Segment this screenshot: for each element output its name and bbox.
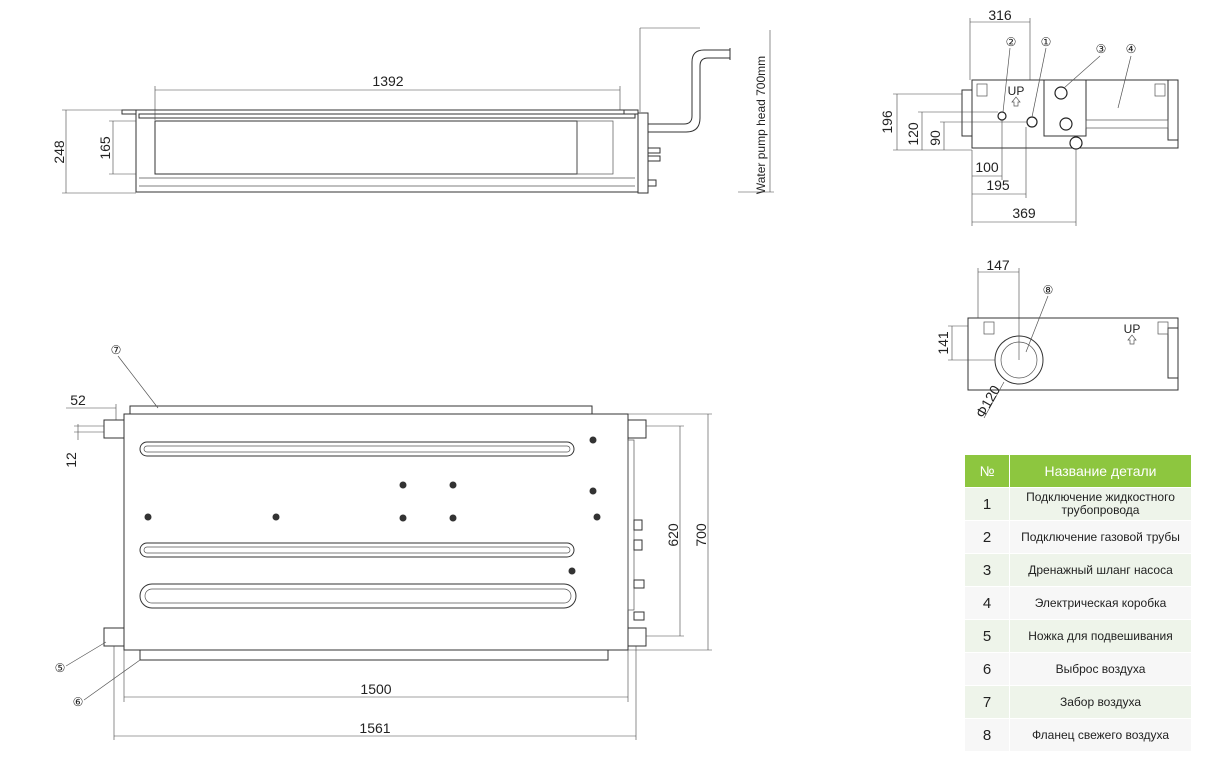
col-num-header: № — [964, 454, 1010, 488]
dim-100: 100 — [975, 159, 999, 175]
row-num: 3 — [964, 553, 1010, 587]
dim-90: 90 — [927, 130, 943, 146]
row-name: Дренажный шланг насоса — [1009, 553, 1192, 587]
row-name: Выброс воздуха — [1009, 652, 1192, 686]
up-mark-side: UP — [1008, 84, 1025, 98]
dim-1392: 1392 — [372, 73, 403, 89]
dim-141: 141 — [935, 331, 951, 355]
row-name: Забор воздуха — [1009, 685, 1192, 719]
ref-8: ⑧ — [1043, 283, 1054, 297]
dim-620: 620 — [665, 523, 681, 547]
ref-6: ⑥ — [73, 695, 84, 709]
dim-120: 120 — [905, 122, 921, 146]
col-name-header: Название детали — [1009, 454, 1192, 488]
row-num: 2 — [964, 520, 1010, 554]
ref-3-side: ③ — [1096, 42, 1107, 56]
row-name: Подключение газовой трубы — [1009, 520, 1192, 554]
row-name: Электрическая коробка — [1009, 586, 1192, 620]
ref-7: ⑦ — [111, 343, 122, 357]
dim-196: 196 — [879, 110, 895, 134]
row-name: Ножка для подвешивания — [1009, 619, 1192, 653]
liquid-pipe-port — [1026, 116, 1038, 128]
dim-195: 195 — [986, 177, 1010, 193]
row-num: 8 — [964, 718, 1010, 752]
ref-4-side: ④ — [1126, 42, 1137, 56]
row-name: Подключение жидкостного трубопровода — [1009, 487, 1192, 521]
side-view: UP ② ① ③ ④ 316 196 120 90 — [879, 7, 1179, 226]
row-num: 4 — [964, 586, 1010, 620]
pump-head-label: Water pump head 700mm — [754, 56, 768, 194]
dim-12: 12 — [63, 452, 79, 468]
dim-52: 52 — [70, 392, 86, 408]
dim-316: 316 — [988, 7, 1012, 23]
hanger-foot-tl — [103, 419, 125, 439]
row-num: 5 — [964, 619, 1010, 653]
ref-1-side: ① — [1041, 35, 1052, 49]
dim-369: 369 — [1012, 205, 1036, 221]
dim-147: 147 — [986, 257, 1010, 273]
hanger-foot-tr — [627, 419, 647, 439]
front-view: 1392 248 165 Water pump head 700mm — [51, 27, 774, 194]
dim-165: 165 — [97, 136, 113, 160]
dim-1561: 1561 — [359, 720, 390, 736]
gas-pipe-port — [997, 111, 1007, 121]
row-num: 7 — [964, 685, 1010, 719]
row-name: Фланец свежего воздуха — [1009, 718, 1192, 752]
row-num: 1 — [964, 487, 1010, 521]
ref-5: ⑤ — [55, 661, 66, 675]
dim-700: 700 — [693, 523, 709, 547]
hanger-foot-br — [627, 627, 647, 647]
top-view: ⑦ ⑤ ⑥ 52 12 620 700 1500 1561 — [55, 343, 712, 740]
table-header: № Название детали — [964, 454, 1192, 488]
flange-view: UP ⑧ 147 141 Φ120 — [935, 257, 1179, 420]
dim-1500: 1500 — [360, 681, 391, 697]
dim-phi120: Φ120 — [972, 382, 1003, 420]
up-mark-flange: UP — [1124, 322, 1141, 336]
row-num: 6 — [964, 652, 1010, 686]
ref-2-side: ② — [1006, 35, 1017, 49]
hanger-foot-bl — [103, 627, 125, 647]
drain-port — [1054, 86, 1068, 100]
dim-248: 248 — [51, 140, 67, 164]
